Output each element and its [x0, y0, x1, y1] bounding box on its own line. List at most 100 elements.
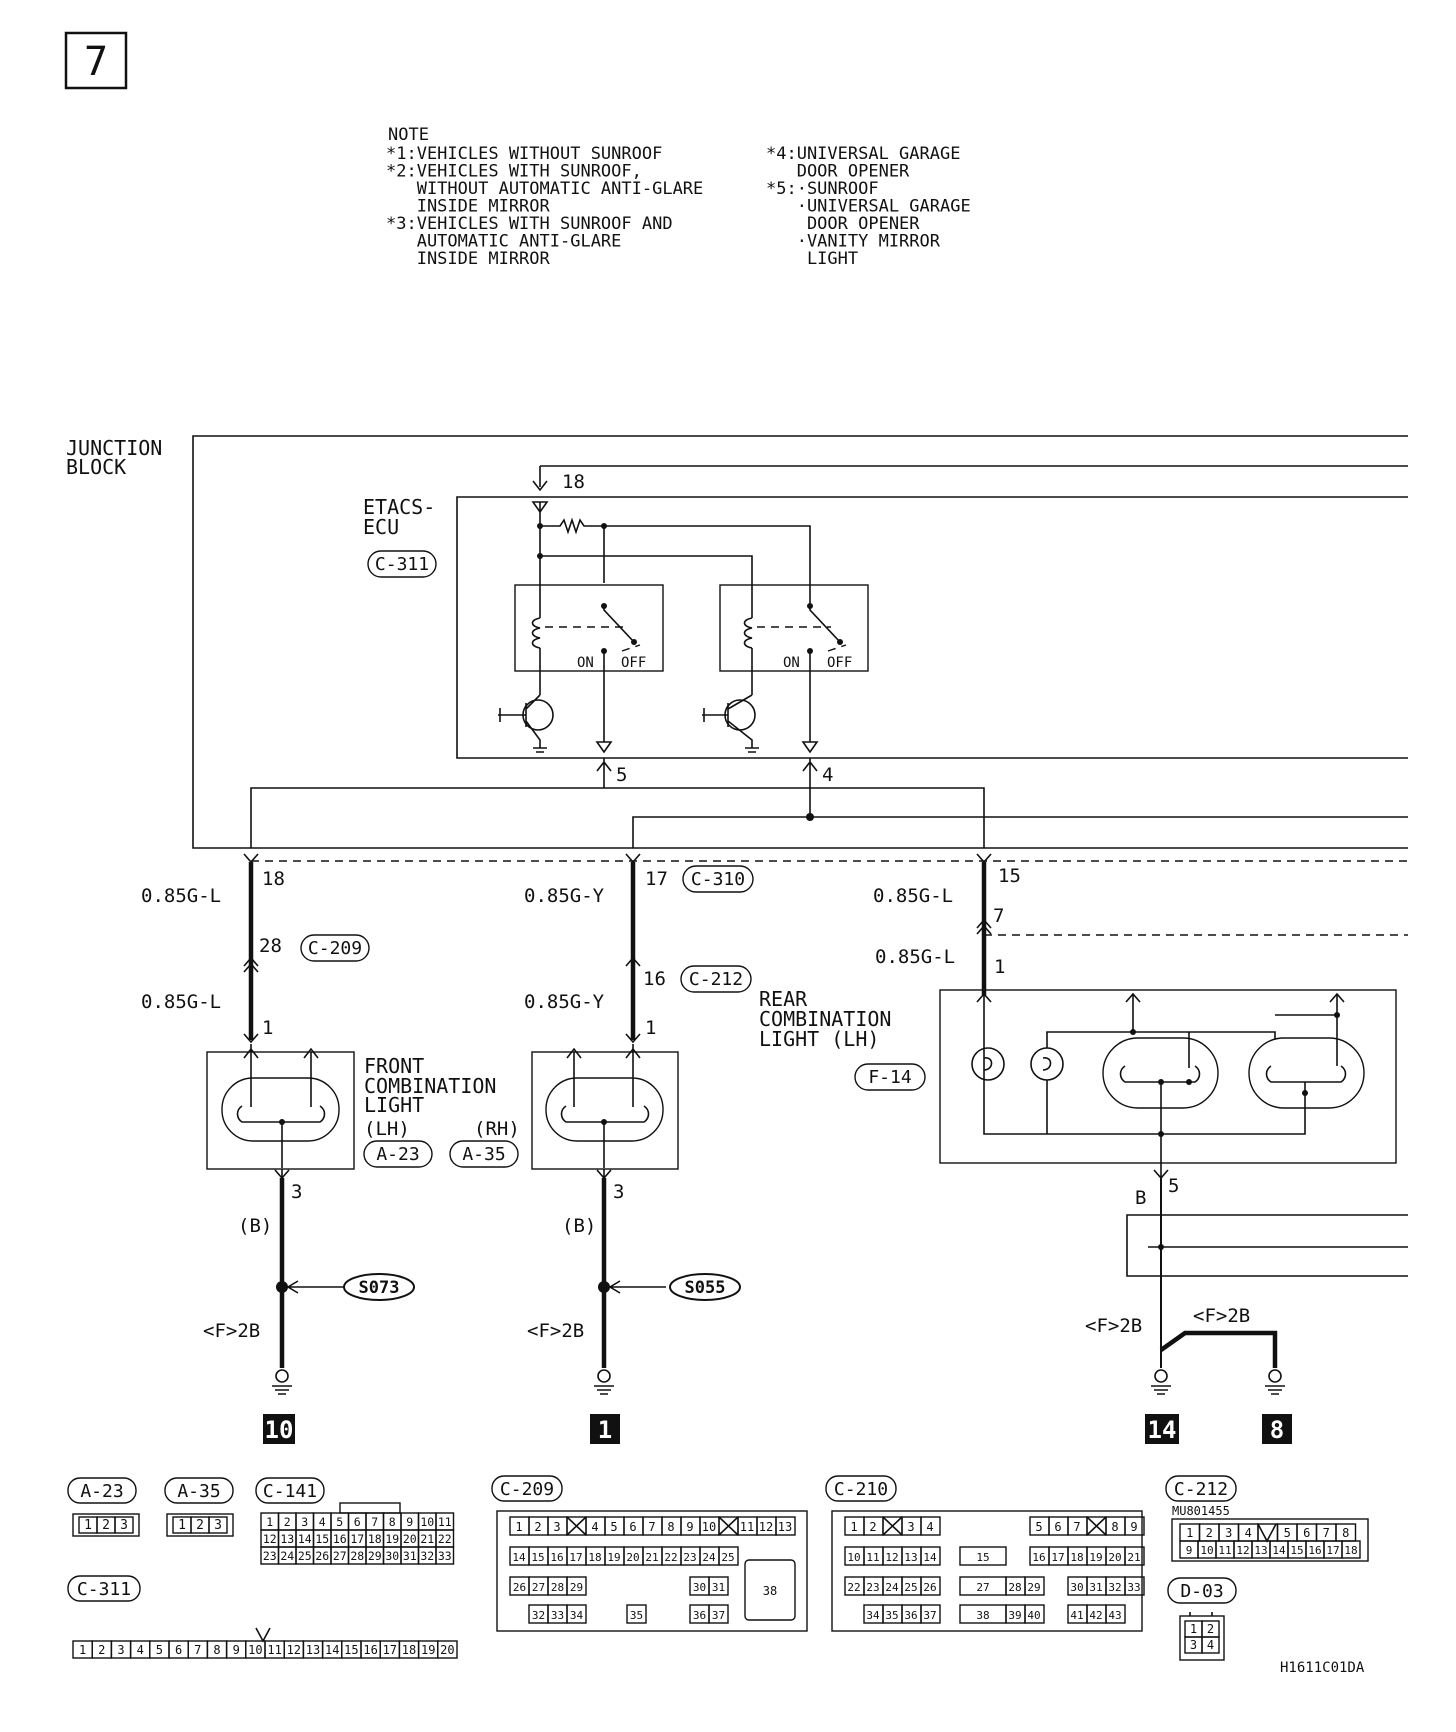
- connector-pin-label: 10: [248, 1643, 262, 1657]
- connector-pin-label: 19: [421, 1643, 435, 1657]
- connector-pin-label: 18: [402, 1643, 416, 1657]
- a35-badge: [449, 1140, 519, 1168]
- left-ground-label: <F>2B: [203, 1320, 260, 1342]
- connector-pin-label: 11: [438, 1515, 452, 1529]
- front-light-lh: [206, 1044, 355, 1170]
- svg-text:39: 39: [1008, 1609, 1021, 1622]
- f14-badge: [854, 1063, 926, 1091]
- mid-wire-upper: 0.85G-Y: [524, 885, 605, 907]
- junction-block-label-1: JUNCTION: [66, 436, 162, 460]
- right-branch: 15 0.85G-L 7 0.85G-L 1: [873, 862, 1021, 995]
- pin-4: 4: [822, 764, 833, 786]
- cv-c212-part: MU801455: [1172, 1504, 1230, 1518]
- right-side-block: [1126, 1214, 1408, 1277]
- svg-text:6: 6: [629, 1520, 636, 1534]
- connector-pin-label: 3: [301, 1515, 308, 1529]
- connector-pin-label: 13: [280, 1532, 294, 1546]
- note-line: INSIDE MIRROR: [386, 249, 551, 269]
- connector-pin-label: 15: [1290, 1544, 1303, 1557]
- connector-pin-label: 10: [420, 1515, 434, 1529]
- connector-pin-label: 15: [344, 1643, 358, 1657]
- svg-text:22: 22: [847, 1581, 860, 1594]
- connector-pin-label: 14: [1272, 1544, 1286, 1557]
- connector-pin-label: 12: [1236, 1544, 1249, 1557]
- svg-text:17: 17: [569, 1551, 582, 1564]
- note-line: *2:VEHICLES WITH SUNROOF,: [386, 162, 642, 182]
- right-b: B: [1135, 1187, 1146, 1209]
- splice-s055-dot: [598, 1281, 610, 1293]
- connector-pin-label: 2: [98, 1643, 105, 1657]
- connector-pin-label: 4: [137, 1643, 144, 1657]
- connector-pin-label: 23: [263, 1549, 277, 1563]
- svg-text:30: 30: [693, 1581, 706, 1594]
- connector-pin-label: 20: [403, 1532, 417, 1546]
- svg-text:28: 28: [1008, 1581, 1021, 1594]
- connector-pin: [114, 1516, 134, 1534]
- right-ground-label-1: <F>2B: [1085, 1315, 1142, 1337]
- connector-pin-label: 1: [84, 1518, 92, 1533]
- svg-text:5: 5: [610, 1520, 617, 1534]
- svg-text:33: 33: [1127, 1581, 1140, 1594]
- connector-pin-label: 9: [406, 1515, 413, 1529]
- connector-pin-label: 6: [175, 1643, 182, 1657]
- connector-pin-label: 13: [1254, 1544, 1267, 1557]
- svg-text:36: 36: [904, 1609, 917, 1622]
- front-light-label-2: COMBINATION: [364, 1074, 496, 1098]
- connector-pin-label: 21: [420, 1532, 434, 1546]
- junction-dot: [806, 813, 814, 821]
- svg-text:3: 3: [907, 1520, 914, 1534]
- svg-text:22: 22: [664, 1551, 677, 1564]
- svg-text:32: 32: [532, 1609, 545, 1622]
- connector-pin: [1201, 1636, 1220, 1654]
- connector-pin-label: 2: [1206, 1526, 1213, 1540]
- left-wire-lower: 0.85G-L: [141, 991, 221, 1013]
- svg-text:34: 34: [866, 1609, 880, 1622]
- left-wire-upper: 0.85G-L: [141, 885, 221, 907]
- c212-label: C-212: [689, 969, 743, 990]
- junction-block-label-2: BLOCK: [66, 455, 126, 479]
- connector-pin-label: 25: [298, 1549, 312, 1563]
- svg-text:13: 13: [904, 1551, 917, 1564]
- note-line: *5:·SUNROOF: [766, 179, 879, 199]
- ground-8: 8: [1270, 1416, 1284, 1444]
- note-line: LIGHT: [766, 249, 858, 269]
- connector-pin-label: 1: [1186, 1526, 1193, 1540]
- svg-text:1: 1: [515, 1520, 522, 1534]
- connector-pin-label: 20: [440, 1643, 454, 1657]
- svg-text:21: 21: [645, 1551, 658, 1564]
- left-pin-3: 3: [291, 1181, 302, 1203]
- right-ground-label-2: <F>2B: [1193, 1305, 1250, 1327]
- svg-text:20: 20: [626, 1551, 639, 1564]
- svg-text:38: 38: [976, 1609, 989, 1622]
- svg-text:7: 7: [648, 1520, 655, 1534]
- svg-text:33: 33: [551, 1609, 564, 1622]
- connector-pin-label: 8: [1342, 1526, 1349, 1540]
- mid-wire-lower: 0.85G-Y: [524, 991, 605, 1013]
- connector-pin-label: 5: [336, 1515, 343, 1529]
- etacs-connector: C-311: [375, 554, 429, 575]
- rear-light-lh: [939, 989, 1397, 1164]
- connector-pin-label: 5: [1284, 1526, 1291, 1540]
- svg-text:9: 9: [1130, 1520, 1137, 1534]
- connector-pin-label: 24: [280, 1549, 294, 1563]
- svg-text:24: 24: [885, 1581, 899, 1594]
- svg-text:11: 11: [740, 1520, 754, 1534]
- cv-c212-label: C-212: [1174, 1479, 1228, 1500]
- svg-text:23: 23: [866, 1581, 879, 1594]
- connector-pin-label: 3: [120, 1518, 128, 1533]
- connector-pin-label: 11: [1218, 1544, 1231, 1557]
- svg-text:8: 8: [667, 1520, 674, 1534]
- pin5-wire: [596, 758, 612, 788]
- svg-text:37: 37: [712, 1609, 725, 1622]
- note-line: *3:VEHICLES WITH SUNROOF AND: [386, 214, 673, 234]
- svg-text:27: 27: [532, 1581, 545, 1594]
- ground-8-wire: [1159, 1330, 1278, 1368]
- figure-code: H1611C01DA: [1280, 1660, 1365, 1676]
- connector-pin-label: 17: [383, 1643, 397, 1657]
- splice-s055: S055: [685, 1278, 726, 1298]
- connector-pin-label: 5: [156, 1643, 163, 1657]
